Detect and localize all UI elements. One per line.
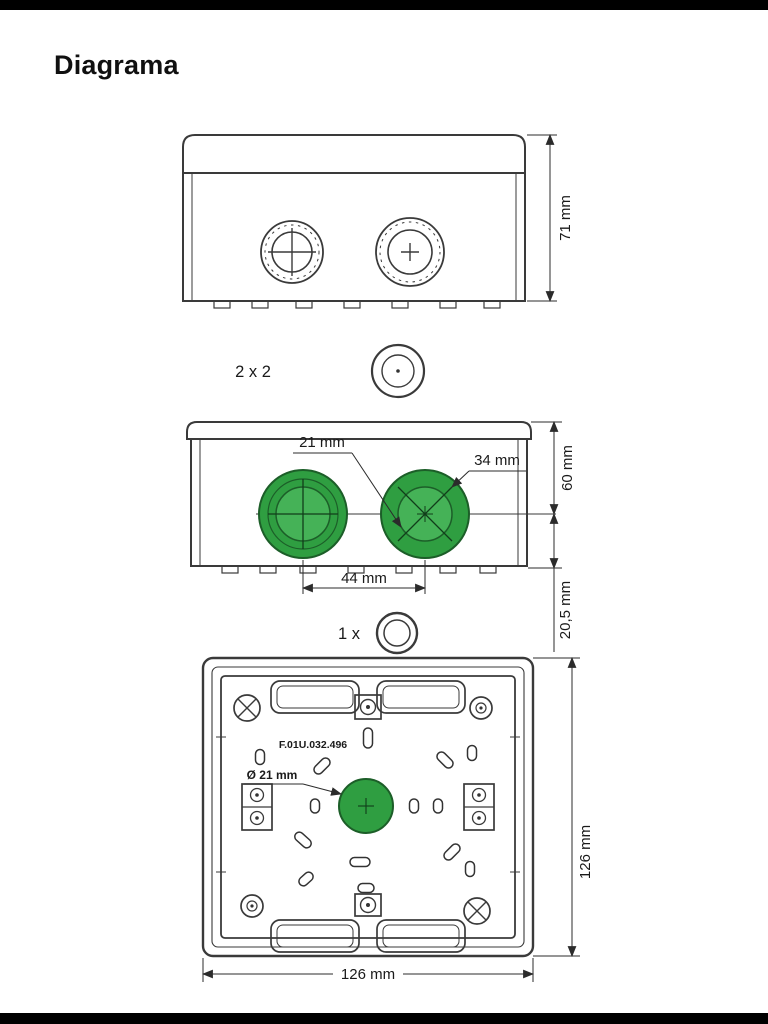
edge-ticks [216,736,520,873]
corner-screw-bottom-right [463,897,491,925]
slot [443,843,461,861]
slot [298,871,314,887]
leader-dia-21mm: Ø 21 mm [244,768,343,796]
dim-label-126mm-height: 126 mm [577,825,594,879]
dim-label-20-5mm: 20,5 mm [557,581,574,639]
leader-34mm: 34 mm [451,452,526,488]
dim-44mm: 44 mm [301,560,427,594]
slot [254,748,266,766]
slot [349,856,371,868]
knockout-left [260,220,324,284]
box-lid [182,134,526,174]
front-view [182,134,526,309]
grommet-icon [370,343,426,399]
dim-71mm: 71 mm [527,133,574,303]
grommet-dot [396,369,400,373]
dim-126mm-width: 126 mm [201,958,535,983]
grommet-count-label: 2 x 2 [235,363,271,381]
bottom-bracket-right [376,919,466,953]
box-lid [186,421,532,440]
side-clamp-right [463,783,495,831]
grommet-callout: 2 x 2 [235,343,426,399]
slot [436,751,454,769]
slot [357,882,375,894]
dim-60mm: 60 mm [531,420,576,516]
bottom-center-clamp [354,893,382,917]
dim-label-dia-21mm: Ø 21 mm [247,768,298,782]
dim-label-44mm: 44 mm [341,570,387,587]
box-body [182,172,526,302]
slot [432,798,444,814]
cable-hole-green [338,778,394,834]
slot [408,798,420,814]
dim-label-34mm: 34 mm [474,452,520,469]
dim-126mm-height: 126 mm [533,656,594,958]
dim-20-5mm: 20,5 mm [528,512,574,652]
dim-label-21mm: 21 mm [299,434,345,451]
bottom-border-bar [0,1013,768,1024]
leader-21mm: 21 mm [293,434,402,528]
corner-screw-top-right [469,696,493,720]
mid-frame [211,666,525,948]
top-bracket-right [376,680,466,714]
dim-label-60mm: 60 mm [559,445,576,491]
ring-count-label: 1 x [338,625,361,643]
bottom-tabs [213,300,501,309]
slot [464,860,476,878]
slot [294,831,312,849]
green-knockout-left [258,469,348,559]
outer-frame [201,656,535,958]
page-title: Diagrama [54,50,179,80]
slot [313,757,331,775]
inner-frame [220,675,516,939]
ring-callout: 1 x [338,611,419,655]
bottom-tabs [221,565,497,574]
slot [309,798,321,814]
knockout-view [186,421,556,574]
top-border-bar [0,0,768,10]
part-number: F.01U.032.496 [279,739,347,751]
ring-inner [383,619,411,647]
mounting-slots [254,727,478,894]
corner-screw-bottom-left [240,894,264,918]
bottom-bracket-left [270,919,360,953]
slot [362,727,374,749]
side-clamp-left [241,783,273,831]
ring-icon [375,611,419,655]
slot [466,744,478,762]
corner-screw-top-left [233,694,261,722]
grommet-inner [381,354,415,388]
top-center-clamp [354,694,382,720]
knockout-right [375,217,445,287]
back-view: F.01U.032.496 [201,656,535,958]
dim-label-71mm: 71 mm [557,195,574,241]
dim-label-126mm-width: 126 mm [341,966,395,983]
green-knockout-right [380,469,470,559]
top-bracket-left [270,680,360,714]
